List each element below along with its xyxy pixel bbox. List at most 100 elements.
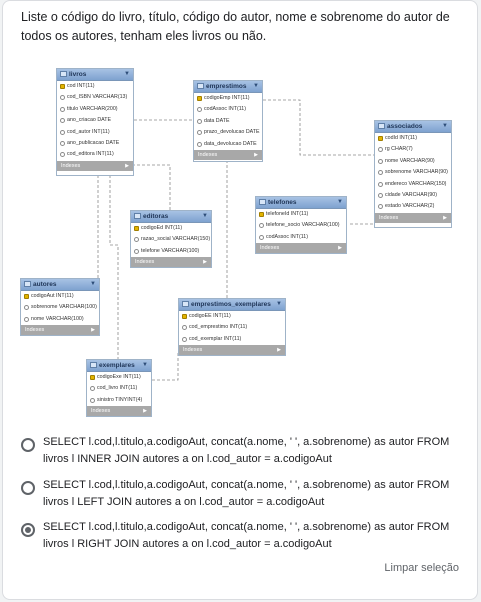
chevron-right-icon[interactable]: ▶ <box>203 259 207 266</box>
column-row: codigoEmp INT(11) <box>194 93 262 104</box>
table-title: emprestimos <box>206 83 247 90</box>
option-text: SELECT l.cod,l.titulo,a.codigoAut, conca… <box>43 436 450 465</box>
table-icon <box>90 362 97 368</box>
primary-key-icon <box>60 84 65 89</box>
column-row: sobrenome VARCHAR(90) <box>375 167 451 178</box>
column-row: codAssoc INT(11) <box>256 232 346 243</box>
column-row: ano_criacao DATE <box>57 115 133 126</box>
column-row: codId INT(11) <box>375 133 451 144</box>
rel-emprestimos-associados <box>258 99 375 156</box>
chevron-right-icon[interactable]: ▶ <box>338 245 342 252</box>
table-livros[interactable]: livros▼ cod INT(11) cod_ISBN VARCHAR(13)… <box>56 68 134 176</box>
column-row: data DATE <box>194 116 262 127</box>
indexes-label: Indexes <box>260 245 280 252</box>
table-icon <box>60 71 67 77</box>
er-diagram: livros▼ cod INT(11) cod_ISBN VARCHAR(13)… <box>20 68 452 417</box>
column-row: codigoAut INT(11) <box>21 291 99 302</box>
primary-key-icon <box>182 314 187 319</box>
chevron-down-icon[interactable]: ▼ <box>337 199 343 205</box>
table-associados[interactable]: associados▼ codId INT(11) rg CHAR(7) nom… <box>374 120 452 228</box>
column-row: codigoExe INT(11) <box>87 372 151 383</box>
column-icon <box>259 234 264 240</box>
column-icon <box>182 325 187 331</box>
primary-key-icon <box>197 96 202 101</box>
table-title: emprestimos_exemplares <box>191 301 271 308</box>
column-row: nome VARCHAR(90) <box>375 156 451 167</box>
table-icon <box>182 301 189 307</box>
column-icon <box>378 170 383 176</box>
column-row: cod INT(11) <box>57 81 133 92</box>
radio-button[interactable] <box>21 438 35 452</box>
column-icon <box>197 118 202 124</box>
column-icon <box>134 248 139 254</box>
table-title: editoras <box>143 213 169 220</box>
column-icon <box>60 106 65 112</box>
column-icon <box>197 141 202 147</box>
column-row: cod_exemplar INT(11) <box>179 334 285 345</box>
rel-livros-emprestimos <box>134 119 195 150</box>
column-icon <box>182 336 187 342</box>
chevron-right-icon[interactable]: ▶ <box>125 162 129 169</box>
column-icon <box>378 181 383 187</box>
chevron-right-icon[interactable]: ▶ <box>443 214 447 221</box>
column-row: cidade VARCHAR(90) <box>375 190 451 201</box>
column-row: telefone_socio VARCHAR(100) <box>256 220 346 231</box>
column-icon <box>60 129 65 135</box>
primary-key-icon <box>259 212 264 217</box>
table-telefones[interactable]: telefones▼ telefoneId INT(11) telefone_s… <box>255 196 347 254</box>
column-row: codAssoc INT(11) <box>194 104 262 115</box>
column-icon <box>197 130 202 136</box>
indexes-label: Indexes <box>91 408 111 415</box>
chevron-down-icon[interactable]: ▼ <box>253 83 259 89</box>
chevron-down-icon[interactable]: ▼ <box>202 213 208 219</box>
primary-key-icon <box>24 294 29 299</box>
column-icon <box>60 152 65 158</box>
column-icon <box>24 316 29 322</box>
chevron-right-icon[interactable]: ▶ <box>254 151 258 158</box>
table-editoras[interactable]: editoras▼ codigoEd INT(11) razao_social … <box>130 210 212 268</box>
column-icon <box>378 158 383 164</box>
column-row: codigoEd INT(11) <box>131 223 211 234</box>
rel-livros-exemplares <box>109 175 119 362</box>
table-exemplares[interactable]: exemplares▼ codigoExe INT(11) cod_livro … <box>86 359 152 417</box>
column-icon <box>378 192 383 198</box>
table-icon <box>24 281 31 287</box>
chevron-right-icon[interactable]: ▶ <box>91 327 95 334</box>
question-text: Liste o código do livro, título, código … <box>21 10 450 43</box>
chevron-down-icon[interactable]: ▼ <box>276 301 282 307</box>
radio-button[interactable] <box>21 481 35 495</box>
rel-editoras-livros <box>134 164 171 230</box>
column-row: cod_emprestimo INT(11) <box>179 322 285 333</box>
column-row: ano_publicacao DATE <box>57 138 133 149</box>
radio-button-selected[interactable] <box>21 523 35 537</box>
table-emprestimos-exemplares[interactable]: emprestimos_exemplares ▼ codigoEE INT(11)… <box>178 298 286 356</box>
chevron-down-icon[interactable]: ▼ <box>442 123 448 129</box>
column-icon <box>197 107 202 113</box>
table-title: autores <box>33 281 57 288</box>
table-icon <box>259 199 266 205</box>
table-autores[interactable]: autores▼ codigoAut INT(11) sobrenome VAR… <box>20 278 100 336</box>
table-title: exemplares <box>99 362 135 369</box>
indexes-label: Indexes <box>379 214 399 221</box>
option-text: SELECT l.cod,l.titulo,a.codigoAut, conca… <box>43 479 450 508</box>
column-icon <box>60 95 65 101</box>
column-row: telefoneId INT(11) <box>256 209 346 220</box>
column-icon <box>24 305 29 311</box>
column-icon <box>60 140 65 146</box>
table-title: livros <box>69 71 87 78</box>
chevron-down-icon[interactable]: ▼ <box>124 71 130 77</box>
column-row: titulo VARCHAR(200) <box>57 104 133 115</box>
chevron-down-icon[interactable]: ▼ <box>90 281 96 287</box>
clear-selection-button[interactable]: Limpar seleção <box>384 562 459 574</box>
indexes-label: Indexes <box>61 162 81 169</box>
column-row: nome VARCHAR(100) <box>21 314 99 325</box>
column-icon <box>259 223 264 229</box>
chevron-right-icon[interactable]: ▶ <box>277 347 281 354</box>
column-icon <box>134 237 139 243</box>
column-row: codigoEE INT(11) <box>179 311 285 322</box>
chevron-down-icon[interactable]: ▼ <box>142 362 148 368</box>
column-icon <box>378 204 383 210</box>
chevron-right-icon[interactable]: ▶ <box>143 408 147 415</box>
table-emprestimos[interactable]: emprestimos ▼ codigoEmp INT(11) codAssoc … <box>193 80 263 162</box>
table-icon <box>197 83 204 89</box>
